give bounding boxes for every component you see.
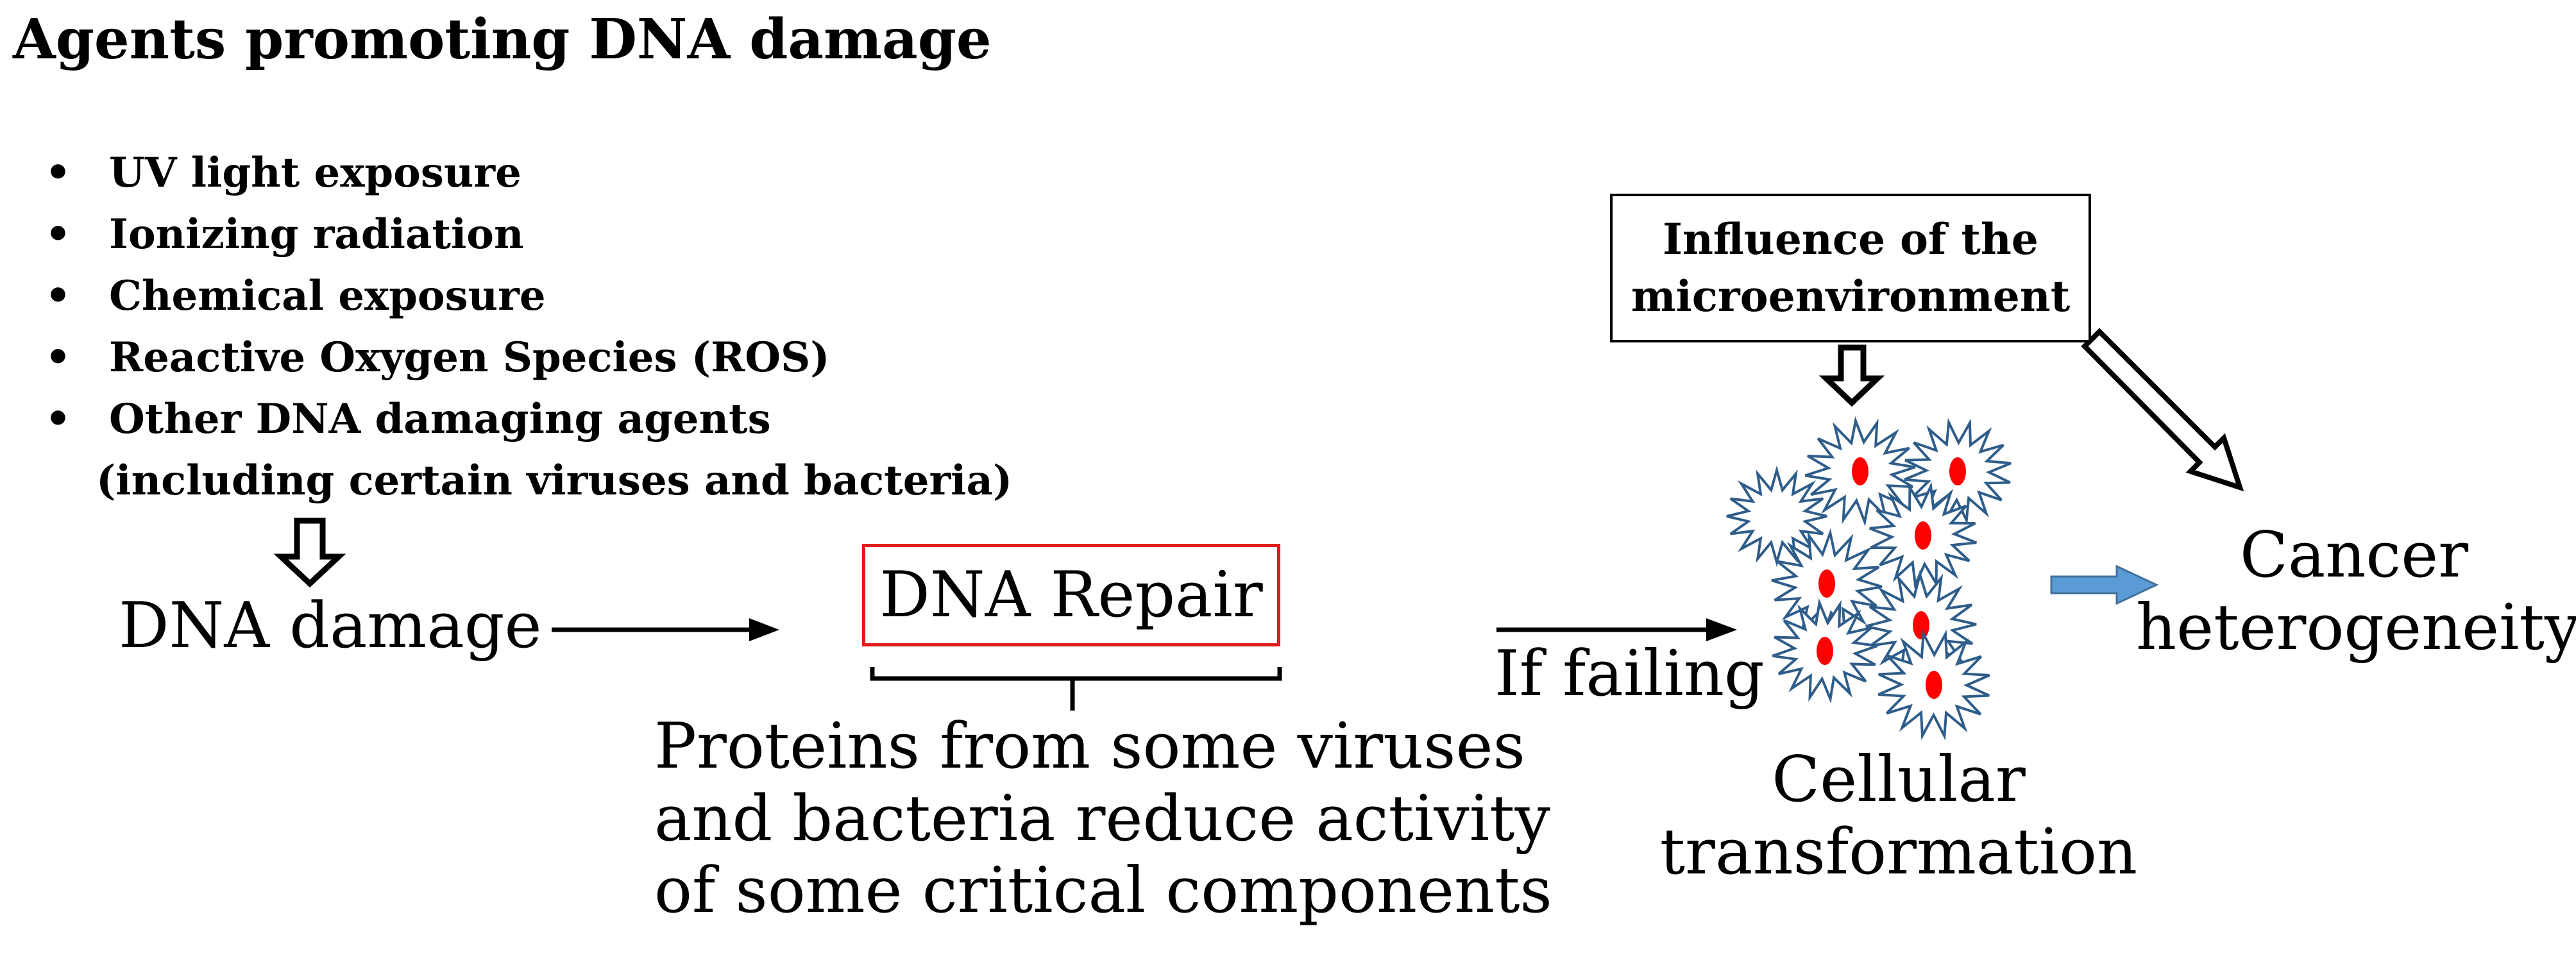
cell-nucleus (1852, 457, 1868, 485)
bullet-icon: • (45, 333, 71, 382)
cell-nucleus (1913, 611, 1929, 639)
repair-bracket (870, 667, 1282, 711)
spiky-cell-icon (1726, 465, 1827, 568)
bullet-icon: • (45, 149, 71, 197)
dna-repair-box: DNA Repair (862, 544, 1280, 646)
agent-item-other: •Other DNA damaging agents (38, 389, 830, 450)
if-failing-label: If failing (1495, 637, 1765, 711)
cell-nucleus (1926, 671, 1942, 699)
cell-nucleus (1915, 521, 1931, 550)
bullet-icon: • (45, 210, 71, 258)
black-right-arrow-icon (552, 618, 779, 641)
bullet-icon: • (45, 395, 71, 443)
microenvironment-box: Influence of the microenvironment (1610, 194, 2091, 342)
agent-item-ros: •Reactive Oxygen Species (ROS) (38, 327, 830, 389)
agents-list: •UV light exposure •Ionizing radiation •… (38, 142, 830, 450)
hollow-diagonal-arrow-icon (2081, 328, 2244, 492)
agent-item-ionizing: •Ionizing radiation (38, 204, 830, 265)
proteins-note: Proteins from some viruses and bacteria … (654, 710, 1552, 928)
agents-subtext: (including certain viruses and bacteria) (96, 457, 1013, 505)
hollow-down-arrow-icon (1818, 344, 1885, 407)
cancer-heterogeneity-label: Cancer heterogeneity (2136, 519, 2576, 664)
cell-nucleus (1817, 637, 1833, 665)
bullet-icon: • (45, 272, 71, 320)
dna-damage-label: DNA damage (119, 589, 542, 662)
cell-nucleus (1949, 457, 1966, 485)
diagram-title: Agents promoting DNA damage (13, 7, 992, 72)
blue-block-arrow-icon (2050, 564, 2159, 605)
cellular-transformation-label: Cellular transformation (1659, 743, 2138, 889)
agent-item-chemical: •Chemical exposure (38, 265, 830, 327)
hollow-down-arrow-icon (273, 518, 346, 588)
cell-nucleus (1818, 569, 1835, 598)
agent-item-uv: •UV light exposure (38, 142, 830, 204)
black-right-arrow-icon (1496, 618, 1737, 641)
cell-cluster (1726, 416, 2012, 741)
dna-repair-label: DNA Repair (879, 558, 1263, 632)
